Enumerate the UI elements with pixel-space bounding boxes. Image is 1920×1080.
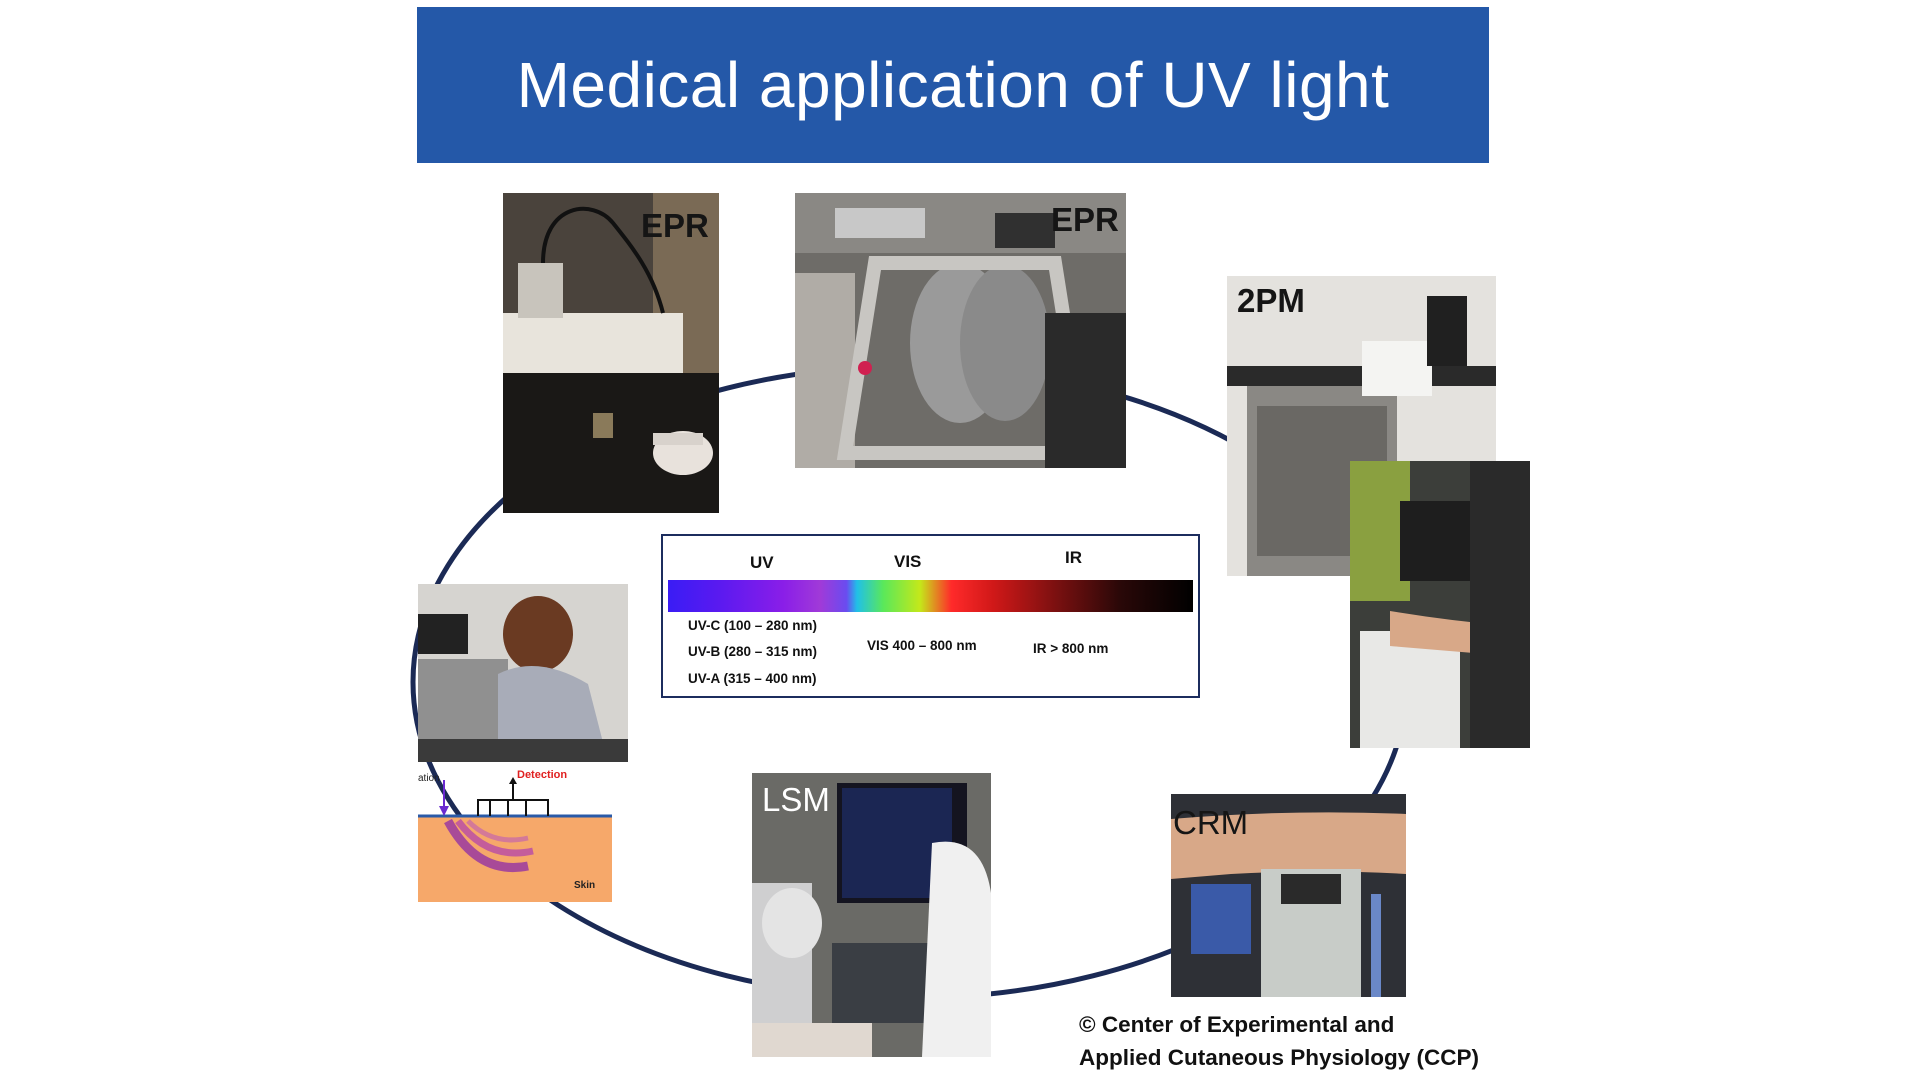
label-crm: CRM — [1173, 804, 1249, 841]
credit-line-1: © Center of Experimental and — [1079, 1012, 1395, 1037]
schematic-skin: Skin — [574, 880, 596, 891]
label-2pm: 2PM — [1237, 282, 1305, 319]
spectrum-uv-label: UV — [750, 553, 774, 572]
photo-epr-left: EPR — [503, 193, 719, 513]
spectrum-box: UV VIS IR UV-C (100 – 280 nm) UV-B (280 … — [661, 534, 1200, 698]
schematic-excitation: ation — [418, 773, 440, 784]
slide-title: Medical application of UV light — [516, 49, 1390, 121]
label-epr-top: EPR — [1051, 201, 1119, 238]
spectrum-vis-range: VIS 400 – 800 nm — [867, 638, 977, 653]
label-lsm: LSM — [762, 781, 830, 818]
credit-line-2: Applied Cutaneous Physiology (CCP) — [1079, 1045, 1480, 1070]
spectrum-uvc: UV-C (100 – 280 nm) — [688, 618, 818, 633]
spectrum-ir-label: IR — [1065, 548, 1082, 567]
photo-operator — [418, 584, 628, 762]
photo-crm: CRM — [1171, 794, 1406, 997]
schematic-detection: Detection — [517, 769, 568, 781]
spectrum-ir-range: IR > 800 nm — [1033, 641, 1109, 656]
spectrum-gradient-bar — [668, 580, 1193, 612]
title-banner: Medical application of UV light — [417, 7, 1489, 163]
copyright-credit: © Center of Experimental and Applied Cut… — [1079, 1008, 1479, 1074]
photo-arm — [1350, 461, 1530, 748]
photoacoustic-schematic: ation Detection Skin — [418, 766, 612, 902]
spectrum-uvb: UV-B (280 – 315 nm) — [688, 644, 818, 659]
photo-epr-top: EPR — [795, 193, 1126, 468]
photo-lsm: LSM — [752, 773, 991, 1057]
label-epr-left: EPR — [641, 207, 709, 244]
spectrum-uva: UV-A (315 – 400 nm) — [688, 671, 817, 686]
spectrum-vis-label: VIS — [894, 552, 922, 571]
